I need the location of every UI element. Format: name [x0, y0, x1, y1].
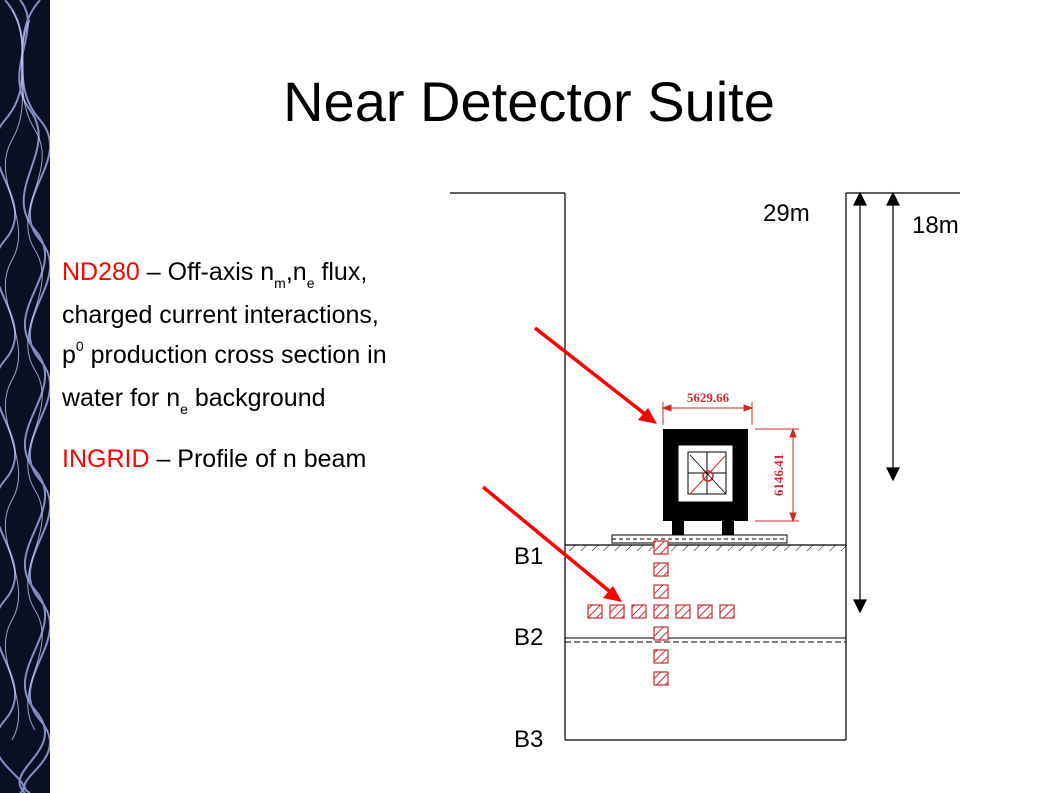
- nd280-text-3: production cross section in: [83, 341, 387, 369]
- nd280-comma: ,n: [285, 258, 307, 286]
- slide-title: Near Detector Suite: [283, 70, 775, 133]
- nd280-superscript-0: 0: [75, 338, 84, 354]
- depth-18m-label: 18m: [912, 212, 959, 239]
- depth-29m-label: 29m: [763, 200, 810, 227]
- nd280-text-2: flux,: [314, 258, 368, 286]
- nd280-text-1: Off-axis n: [167, 258, 275, 286]
- near-detector-pit-diagram: 5629.66 6146.41: [450, 191, 960, 741]
- nd280-name: ND280: [62, 258, 140, 286]
- depth-29m-arrow: [853, 191, 867, 614]
- floor-b1-label: B1: [514, 543, 544, 570]
- nd280-subscript-e-2: e: [180, 401, 188, 417]
- ingrid-description: INGRID – Profile of n beam: [62, 445, 366, 474]
- nd280-pointer-arrow: [533, 326, 657, 424]
- nd280-dash: –: [139, 258, 168, 286]
- nd280-subscript-m: m: [274, 275, 286, 291]
- dimension-width-label: 5629.66: [687, 390, 730, 405]
- floor-b1-slab: [565, 544, 846, 551]
- ingrid-dash: –: [149, 445, 178, 473]
- nd280-line-2: charged current interactions,: [62, 301, 379, 329]
- dimension-width: [661, 402, 754, 425]
- ingrid-text: Profile of n beam: [177, 445, 367, 473]
- nd280-line-1: ND280 – Off-axis nm,ne flux,: [62, 252, 492, 295]
- decorative-side-strip: [0, 0, 50, 793]
- floor-b2-slab: [565, 637, 846, 643]
- nd280-text-4b: background: [187, 384, 326, 412]
- floor-b3-label: B3: [514, 726, 544, 753]
- nd280-detector: [611, 429, 788, 544]
- pit-outline: [450, 192, 960, 741]
- nd280-text-4a: water for n: [62, 384, 181, 412]
- depth-18m-arrow: [886, 191, 900, 482]
- dimension-height: [755, 427, 799, 523]
- nd280-subscript-e: e: [306, 275, 315, 291]
- ingrid-modules: [587, 540, 735, 686]
- floor-b2-label: B2: [514, 624, 544, 651]
- nd280-p: p: [62, 341, 76, 369]
- ingrid-pointer-arrow: [481, 485, 622, 602]
- nd280-description: ND280 – Off-axis nm,ne flux, charged cur…: [62, 252, 492, 421]
- dimension-height-label: 6146.41: [771, 454, 786, 496]
- ingrid-name: INGRID: [62, 445, 150, 473]
- nd280-line-4: water for ne background: [62, 378, 492, 421]
- nd280-line-3: p0 production cross section in: [62, 335, 492, 378]
